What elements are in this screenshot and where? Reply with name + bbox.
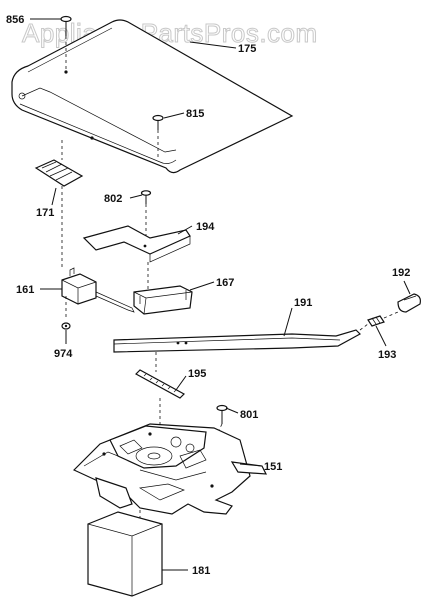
callout-193: 193 bbox=[378, 349, 396, 361]
leader-194 bbox=[177, 225, 193, 235]
callout-labels: 856 175 815 171 802 194 161 167 192 191 … bbox=[6, 14, 410, 577]
leader-195 bbox=[175, 375, 187, 391]
leader-151 bbox=[239, 463, 263, 467]
part-167-block bbox=[133, 262, 193, 315]
callout-802: 802 bbox=[104, 193, 122, 205]
part-194-bracket bbox=[82, 225, 191, 263]
leader-171 bbox=[51, 187, 57, 206]
leader-815 bbox=[163, 112, 185, 119]
leader-802 bbox=[129, 194, 143, 199]
part-171-plate bbox=[34, 140, 84, 268]
leader-801 bbox=[225, 407, 239, 414]
leader-175 bbox=[189, 41, 237, 49]
part-815-screw bbox=[152, 114, 164, 160]
part-192-knob bbox=[397, 293, 421, 313]
part-181-box bbox=[87, 511, 163, 597]
callout-167: 167 bbox=[216, 277, 234, 289]
callout-195: 195 bbox=[188, 368, 206, 380]
part-193-clip bbox=[367, 311, 399, 327]
leader-167 bbox=[189, 281, 215, 291]
callout-974: 974 bbox=[54, 348, 73, 360]
part-161-switch bbox=[61, 267, 135, 320]
callout-171: 171 bbox=[36, 207, 54, 219]
callout-151: 151 bbox=[264, 461, 282, 473]
part-191-bar bbox=[113, 323, 369, 353]
callout-191: 191 bbox=[294, 297, 312, 309]
leader-192 bbox=[403, 280, 411, 295]
part-856-screw bbox=[60, 15, 72, 72]
callout-801: 801 bbox=[240, 409, 258, 421]
part-802-screw bbox=[140, 190, 152, 244]
callout-181: 181 bbox=[192, 565, 210, 577]
callout-175: 175 bbox=[238, 43, 256, 55]
callout-192: 192 bbox=[392, 267, 410, 279]
callout-161: 161 bbox=[16, 284, 34, 296]
leader-191 bbox=[283, 307, 293, 337]
part-175-cover bbox=[11, 19, 294, 174]
part-974-nut bbox=[61, 322, 71, 330]
part-195-rod bbox=[135, 352, 185, 430]
part-151-base-mechanism bbox=[72, 423, 268, 530]
leader-lines bbox=[30, 18, 411, 571]
callout-856: 856 bbox=[6, 14, 24, 26]
leader-193 bbox=[375, 325, 387, 347]
callout-815: 815 bbox=[186, 108, 204, 120]
callout-194: 194 bbox=[196, 221, 215, 233]
